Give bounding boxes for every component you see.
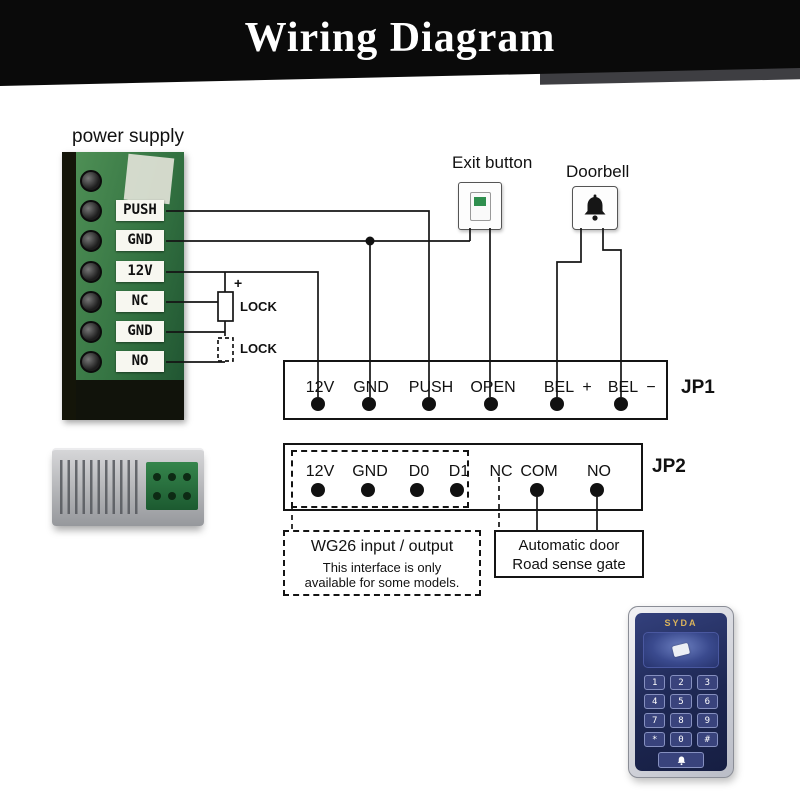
lock2-resistor — [217, 337, 234, 362]
jp1-pin-bel1: BEL — [543, 379, 575, 396]
keypad-key-6: 6 — [696, 694, 718, 709]
terminal-screw — [80, 291, 102, 313]
exit-button-label: Exit button — [452, 153, 533, 172]
card-icon — [671, 642, 691, 658]
keypad-card-reader-area — [643, 632, 719, 668]
keypad-brand: SYDA — [664, 618, 698, 628]
terminal-screw — [80, 230, 102, 252]
auto-door-line1: Automatic door — [518, 537, 620, 554]
terminal-chip-gnd2: GND — [116, 321, 164, 342]
terminal-chip-12v: 12V — [116, 261, 164, 282]
psu-terminal-hole — [167, 491, 176, 500]
terminal-screw — [80, 321, 102, 343]
keypad-key-5: 5 — [670, 694, 692, 709]
terminal-screw — [80, 351, 102, 373]
wg26-note-line1: This interface is only — [322, 560, 442, 575]
title-banner: Wiring Diagram — [0, 0, 800, 86]
terminal-chip-gnd: GND — [116, 230, 164, 251]
keypad-key-4: 4 — [644, 694, 666, 709]
jp2-pin-d1: D1 — [448, 463, 470, 480]
jp2-pin-nc: NC — [489, 463, 513, 480]
terminal-chip-push: PUSH — [116, 200, 164, 221]
auto-door-box: Automatic door Road sense gate — [494, 530, 644, 578]
jp1-connector-box: 12V GND PUSH OPEN BEL + BEL − — [283, 360, 668, 420]
jp1-pin-bel2: BEL — [607, 379, 639, 396]
jp2-pin-gnd: GND — [352, 463, 388, 480]
psu-terminal-block — [146, 462, 198, 510]
jp1-pin-12v: 12V — [305, 379, 335, 396]
wg26-note-line2: available for some models. — [304, 575, 460, 590]
terminal-screw — [80, 170, 102, 192]
jp2-connector-box: 12V GND D0 D1 NC COM NO — [283, 443, 643, 511]
access-control-keypad-photo: SYDA 1 2 3 4 5 6 7 8 9 * 0 # — [628, 606, 734, 778]
jp2-pin-d0: D0 — [408, 463, 430, 480]
lock1-resistor — [217, 291, 234, 322]
doorbell-device — [572, 186, 618, 230]
psu-terminal-hole — [182, 491, 191, 500]
psu-terminal-hole — [153, 472, 162, 481]
jp2-pin-no: NO — [587, 463, 611, 480]
keypad-key-star: * — [644, 732, 666, 747]
junction-dot — [365, 236, 375, 246]
power-supply-label: power supply — [72, 126, 184, 147]
psu-terminal-hole — [153, 491, 162, 500]
terminal-screw — [80, 261, 102, 283]
jp1-pin-gnd: GND — [353, 379, 389, 396]
lock2-label: LOCK — [240, 341, 277, 356]
wg26-title: WG26 input / output — [310, 538, 454, 555]
keypad-bell-key — [658, 752, 704, 768]
keypad-key-2: 2 — [670, 675, 692, 690]
power-supply-pcb-photo: PUSH GND 12V NC GND NO — [62, 152, 184, 420]
jp1-pin-push: PUSH — [408, 379, 454, 396]
psu-terminal-hole — [182, 472, 191, 481]
jp2-pin-com: COM — [520, 463, 558, 480]
terminal-chip-nc: NC — [116, 291, 164, 312]
keypad-key-hash: # — [696, 732, 718, 747]
jp2-tag: JP2 — [652, 456, 686, 477]
terminal-screw — [80, 200, 102, 222]
jp1-pin-plus: + — [582, 379, 592, 396]
exit-button-face — [470, 192, 491, 221]
jp1-tag: JP1 — [681, 377, 715, 398]
jp1-pin-open: OPEN — [470, 379, 516, 396]
small-bell-icon — [677, 755, 685, 765]
auto-door-line2: Road sense gate — [512, 556, 626, 573]
exit-button-device — [458, 182, 502, 230]
keypad-key-3: 3 — [696, 675, 718, 690]
lock-plus-sign: + — [234, 275, 243, 291]
exit-button-key-icon — [474, 197, 486, 206]
wg26-note-box: WG26 input / output This interface is on… — [283, 530, 481, 596]
jp2-wiegand-group-box — [291, 450, 469, 508]
jp1-pin-minus: − — [646, 379, 656, 396]
lock1-label: LOCK — [240, 299, 277, 314]
pcb-bottom-shadow — [76, 380, 184, 420]
bell-icon — [584, 194, 606, 221]
doorbell-label: Doorbell — [566, 162, 630, 181]
jp2-pin-12v: 12V — [305, 463, 335, 480]
keypad-key-0: 0 — [670, 732, 692, 747]
power-supply-unit-photo — [52, 448, 204, 526]
keypad-key-8: 8 — [670, 713, 692, 728]
page-title: Wiring Diagram — [244, 15, 556, 61]
keypad-key-9: 9 — [696, 713, 718, 728]
keypad-key-7: 7 — [644, 713, 666, 728]
psu-terminal-hole — [167, 472, 176, 481]
pcb-sticker — [123, 153, 175, 205]
psu-vents — [60, 460, 138, 514]
keypad-key-1: 1 — [644, 675, 666, 690]
terminal-chip-no: NO — [116, 351, 164, 372]
keypad-keys: 1 2 3 4 5 6 7 8 9 * 0 # — [644, 675, 718, 747]
keypad-panel: SYDA 1 2 3 4 5 6 7 8 9 * 0 # — [635, 613, 727, 771]
